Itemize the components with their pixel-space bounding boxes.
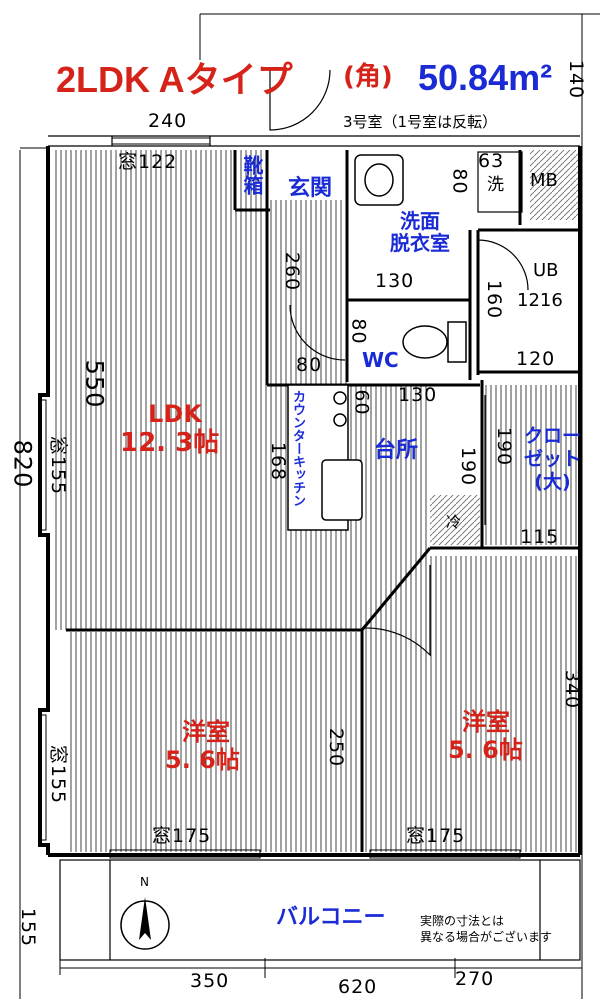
western-room-2-name: 洋室: [462, 708, 510, 736]
closet-floor: [485, 385, 578, 545]
north-arrow-icon: [120, 897, 170, 950]
dim-550: 550: [80, 359, 109, 409]
plan-type-label: 2LDK Aタイプ: [56, 59, 293, 100]
balcony-label: バルコニー: [276, 905, 386, 930]
dim-820: 820: [8, 439, 37, 489]
dim-130-kitchen: 130: [398, 384, 438, 406]
dim-140: 140: [565, 59, 588, 100]
dim-80-wc: 80: [347, 318, 370, 345]
washbasin: [354, 154, 404, 206]
ldk-size: 12. 3帖: [120, 428, 220, 458]
western-room-2-size: 5. 6帖: [448, 736, 523, 764]
western-room-1-size: 5. 6帖: [165, 746, 240, 774]
dim-260: 260: [281, 251, 304, 292]
closet-label: クロー ゼット (大): [524, 425, 582, 493]
dim-190-closet: 190: [493, 426, 516, 467]
counter-kitchen-label: カウンターキッチン: [290, 390, 305, 507]
western-room-2-floor: [364, 556, 578, 852]
mb-area: [530, 150, 578, 220]
dim-63: 63: [478, 150, 505, 172]
shoe-box-label: 靴箱: [240, 155, 264, 195]
washer-label: 洗: [487, 175, 504, 195]
unit-note: 3号室（1号室は反転）: [343, 113, 498, 131]
window-155-room: 窓155: [47, 744, 70, 805]
north-label: N: [140, 875, 149, 889]
fridge-area: [430, 495, 480, 545]
dim-240: 240: [148, 110, 188, 132]
dim-340: 340: [561, 669, 584, 710]
outer-walls: [38, 146, 582, 857]
window-122: 窓122: [118, 151, 178, 173]
dim-115: 115: [520, 526, 560, 548]
entrance-label: 玄関: [288, 176, 333, 201]
window-175-left: 窓175: [152, 825, 212, 847]
mb-label: MB: [530, 170, 558, 191]
window-175-right: 窓175: [406, 825, 466, 847]
ldk-floor: [52, 150, 267, 630]
dim-620: 620: [338, 976, 378, 998]
dim-350: 350: [190, 970, 230, 992]
door-swings: [269, 69, 529, 657]
dim-80-top: 80: [448, 168, 471, 195]
window-155-ldk: 窓155: [47, 435, 70, 496]
ub-size: 1216: [517, 290, 563, 311]
ldk-name: LDK: [148, 400, 202, 428]
kitchen-label: 台所: [374, 438, 419, 463]
dim-250: 250: [325, 727, 348, 768]
toilet: [402, 321, 467, 363]
window-marks: [39, 137, 521, 859]
dim-80-hall: 80: [296, 354, 323, 376]
dim-160: 160: [483, 279, 506, 320]
hall-floor: [267, 200, 347, 385]
dim-155-balcony: 155: [17, 907, 40, 948]
balcony: [59, 859, 581, 961]
western-room-1-floor: [68, 632, 360, 852]
interior-walls: [66, 150, 578, 852]
disclaimer-note: 実際の寸法とは 異なる場合がございます: [420, 914, 553, 944]
wc-label: WC: [362, 348, 399, 372]
dim-120: 120: [516, 348, 556, 370]
corner-label: (角): [343, 62, 393, 92]
area-label: 50.84m²: [418, 57, 553, 98]
fridge-label: 冷: [446, 513, 462, 531]
dim-130-top: 130: [375, 270, 415, 292]
dim-190-kitchen: 190: [457, 446, 480, 487]
washroom-label: 洗面 脱衣室: [390, 209, 450, 255]
ub-label: UB: [533, 260, 559, 281]
washer-pan: [477, 151, 523, 213]
western-room-1-name: 洋室: [182, 718, 230, 746]
dim-60: 60: [350, 389, 373, 416]
counter-kitchen: [287, 384, 363, 531]
dim-168: 168: [267, 441, 290, 482]
dim-270: 270: [455, 968, 495, 990]
